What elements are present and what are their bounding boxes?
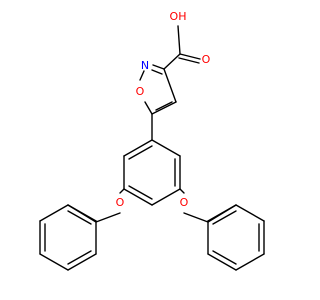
molecule-structure: OH O N O O O: [39, 10, 265, 271]
bond-c3-n-b: [151, 69, 163, 75]
carbonyl-o-label: O: [202, 53, 211, 66]
ether-o-right-label: O: [180, 196, 189, 209]
ether-o-left-label: O: [116, 196, 125, 209]
bond-o-c5: [144, 101, 153, 115]
bond-phr-4-5-a: [207, 253, 237, 271]
bond-phl-1-2: [39, 204, 69, 222]
bond-ar4-ar5-a: [123, 188, 153, 206]
bond-oright-ch2: [183, 212, 209, 223]
bond-phl-4-5-b: [67, 250, 92, 265]
central-benzene-ring: [123, 139, 181, 206]
bond-phl-4-5-a: [67, 253, 97, 271]
bond-phl-6-1-b: [67, 210, 92, 225]
bond-ar4-ar5-b: [128, 185, 153, 200]
ring-n-label: N: [141, 59, 149, 72]
bond-oleft-ch2: [95, 212, 121, 223]
bond-c-double-o-b: [178, 57, 200, 64]
left-benzyloxy-group: [39, 188, 125, 271]
bond-ar5-oleft: [119, 188, 125, 194]
bond-c5-c4-b: [155, 101, 173, 111]
bond-ar6-ar1-a: [123, 139, 153, 157]
right-benzyloxy-group: [179, 188, 265, 271]
bond-ar6-ar1-b: [128, 145, 153, 160]
carboxylic-acid-group: [163, 25, 201, 70]
bond-c4-c3: [163, 68, 177, 103]
bond-c5-c4-a: [151, 101, 177, 115]
bond-ar3-ar4: [151, 188, 181, 206]
bond-ar3-oright: [179, 188, 185, 194]
bond-phr-6-1-a: [207, 204, 237, 222]
bond-phl-6-1-a: [67, 204, 97, 222]
bond-c-oh: [177, 25, 181, 55]
bond-c3-n-a: [152, 64, 165, 70]
bond-c-isoxazole: [163, 53, 181, 70]
hydroxyl-oh-label: OH: [170, 10, 187, 23]
bond-n-o: [139, 70, 145, 81]
bond-phr-4-5-b: [212, 250, 237, 265]
bond-phr-1-2: [235, 204, 265, 222]
ring-o-label: O: [136, 85, 145, 98]
bond-phr-3-4: [235, 253, 265, 271]
bond-phr-6-1-b: [212, 210, 237, 225]
bond-c-double-o-a: [179, 53, 201, 60]
isoxazole-ring: [139, 64, 177, 141]
bond-phl-3-4: [39, 253, 69, 271]
bond-ar1-ar2: [151, 139, 181, 157]
